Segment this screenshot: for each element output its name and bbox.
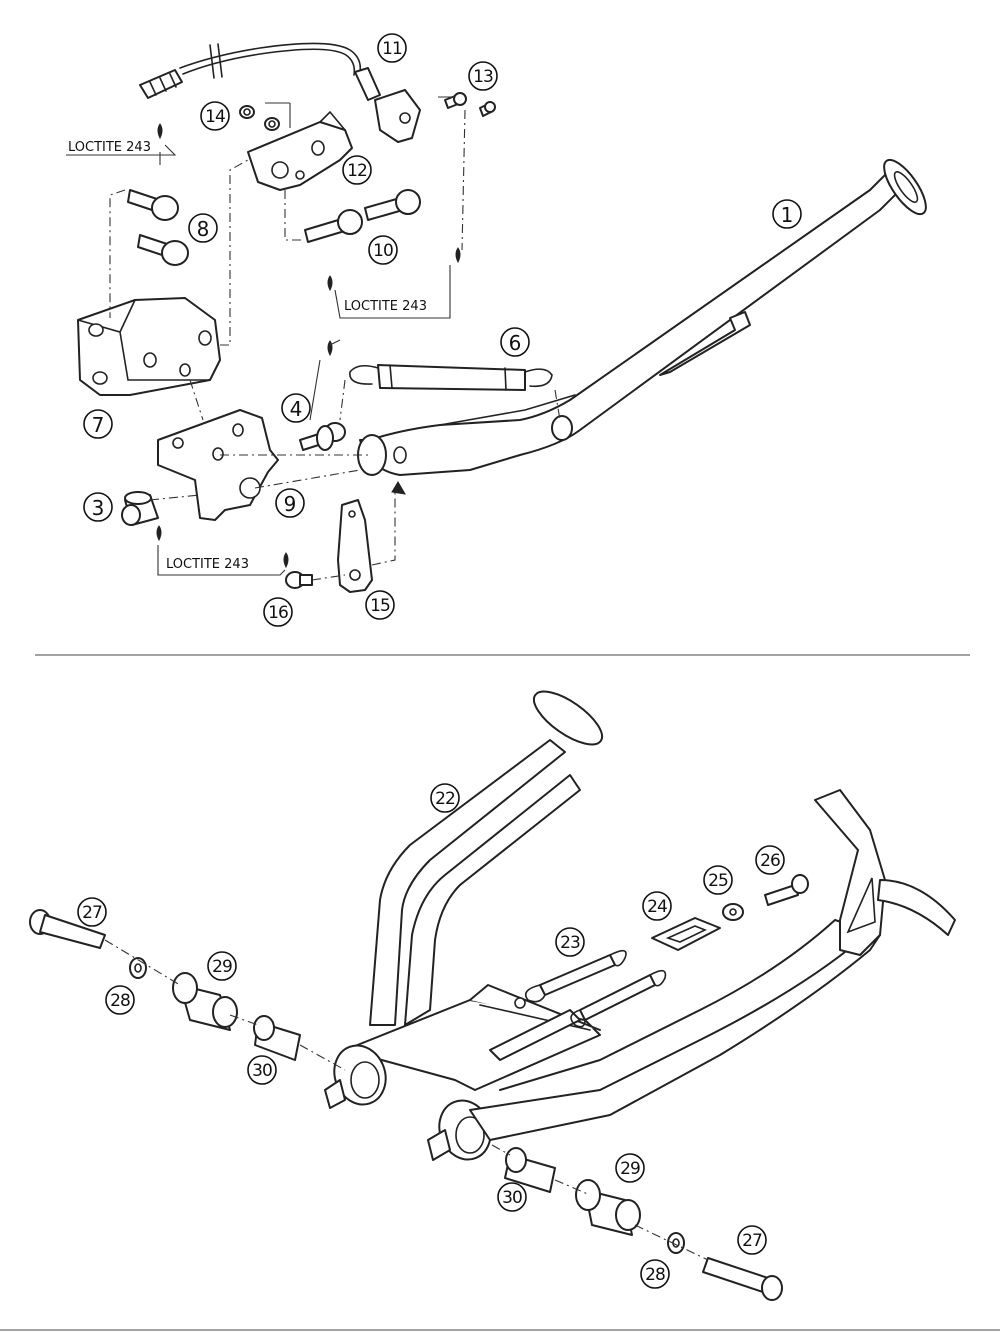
washer-part-25: [722, 903, 744, 921]
loctite-label: LOCTITE 243: [344, 299, 427, 314]
callout-7: 7: [83, 409, 113, 439]
callout-1: 1: [772, 199, 802, 229]
switch-bracket-part-12: [247, 110, 353, 191]
pin-part-4: [299, 422, 346, 451]
svg-text:29: 29: [620, 1159, 640, 1179]
callout-22: 22: [430, 783, 460, 813]
callout-27-right: 27: [737, 1225, 767, 1255]
center-stand-part-22: [324, 690, 956, 1161]
assembly-lines-bottom: [104, 939, 709, 1261]
bolts-part-8: [127, 189, 189, 266]
spring-part-6: [349, 364, 553, 391]
svg-text:1: 1: [781, 203, 794, 227]
svg-text:30: 30: [502, 1188, 522, 1208]
loctite-label: LOCTITE 243: [166, 557, 249, 572]
plate-part-24: [651, 917, 721, 951]
callout-12: 12: [342, 155, 372, 185]
sensor-plate-part-15: [337, 499, 373, 593]
svg-text:28: 28: [110, 991, 130, 1011]
sleeve-part-30-right: [504, 1147, 556, 1193]
svg-text:28: 28: [645, 1265, 665, 1285]
svg-text:9: 9: [284, 492, 297, 516]
loctite-note-2: LOCTITE 243: [344, 299, 427, 314]
loctite-droplets: [156, 123, 461, 569]
svg-text:25: 25: [708, 871, 728, 891]
svg-text:14: 14: [205, 107, 225, 127]
assembly-lines-top: [109, 96, 561, 581]
callout-27-left: 27: [77, 897, 107, 927]
svg-text:11: 11: [382, 39, 402, 59]
plate-part-9: [157, 409, 279, 521]
svg-text:26: 26: [760, 851, 780, 871]
callout-3: 3: [83, 492, 113, 522]
loctite-note-3: LOCTITE 243: [166, 557, 249, 572]
svg-text:4: 4: [290, 397, 303, 421]
svg-text:13: 13: [473, 67, 493, 87]
callout-25: 25: [703, 865, 733, 895]
loctite-label: LOCTITE 243: [68, 140, 151, 155]
nuts-part-14: [239, 105, 280, 131]
callout-6: 6: [500, 327, 530, 357]
svg-text:7: 7: [92, 413, 105, 437]
callout-24: 24: [642, 891, 672, 921]
sleeve-part-30-left: [253, 1015, 301, 1061]
callout-29-left: 29: [207, 951, 237, 981]
callout-15: 15: [365, 590, 395, 620]
callout-13: 13: [468, 61, 498, 91]
callout-30-right: 30: [497, 1182, 527, 1212]
loctite-note-1: LOCTITE 243: [66, 140, 177, 156]
callout-14: 14: [200, 101, 230, 131]
bushing-part-29-right: [575, 1179, 641, 1236]
callout-26: 26: [755, 845, 785, 875]
callout-4: 4: [281, 393, 311, 423]
callout-28-left: 28: [105, 985, 135, 1015]
callout-23: 23: [555, 927, 585, 957]
svg-text:10: 10: [373, 241, 393, 261]
svg-text:27: 27: [742, 1231, 762, 1251]
svg-text:30: 30: [252, 1061, 272, 1081]
svg-text:27: 27: [82, 903, 102, 923]
svg-text:22: 22: [435, 789, 455, 809]
svg-text:23: 23: [560, 933, 580, 953]
callout-30-left: 30: [247, 1055, 277, 1085]
callout-8: 8: [188, 213, 218, 243]
bolt-part-27-left: [29, 909, 106, 949]
callout-11: 11: [377, 33, 407, 63]
bracket-part-7: [77, 297, 221, 396]
svg-text:12: 12: [347, 161, 367, 181]
callout-28-right: 28: [640, 1259, 670, 1289]
svg-text:8: 8: [197, 217, 210, 241]
washer-part-28-left: [129, 957, 147, 979]
callout-29-right: 29: [615, 1153, 645, 1183]
springs-part-23: [524, 949, 667, 1028]
bushing-part-3: [121, 491, 159, 526]
side-stand-leg: [357, 158, 927, 476]
svg-text:6: 6: [509, 331, 522, 355]
bolt-part-26: [764, 874, 809, 906]
bolts-part-10: [304, 189, 421, 243]
washer-part-28-right: [667, 1232, 685, 1254]
svg-text:16: 16: [268, 603, 288, 623]
bushing-part-29-left: [172, 972, 238, 1031]
bolt-part-27-right: [702, 1257, 783, 1301]
svg-text:15: 15: [370, 596, 390, 616]
svg-text:24: 24: [647, 897, 667, 917]
screw-part-16: [285, 571, 313, 589]
svg-text:3: 3: [92, 496, 105, 520]
callout-10: 10: [368, 235, 398, 265]
svg-text:29: 29: [212, 957, 232, 977]
side-stand-switch-part-11: [139, 42, 421, 143]
callout-9: 9: [275, 488, 305, 518]
callout-16: 16: [263, 597, 293, 627]
